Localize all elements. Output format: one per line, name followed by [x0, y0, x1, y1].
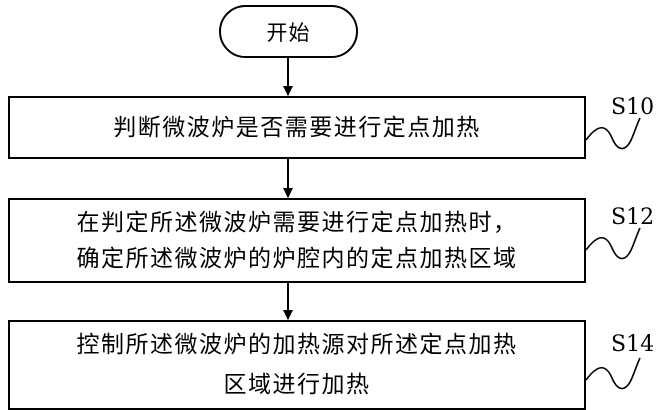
step-s12-text-line-2: 确定所述微波炉的炉腔内的定点加热区域	[76, 245, 518, 272]
step-label-s14: S14	[611, 332, 655, 357]
flowchart: 开始 判断微波炉是否需要进行定点加热 在判定所述微波炉需要进行定点加热时， 确定…	[8, 5, 655, 410]
step-s12-text-line-1: 在判定所述微波炉需要进行定点加热时，	[76, 209, 518, 236]
step-box-s10: 判断微波炉是否需要进行定点加热	[8, 96, 586, 159]
leader-wave-s10	[585, 117, 641, 150]
leader-wave-s12	[585, 227, 641, 260]
start-node-label: 开始	[266, 20, 311, 45]
step-s14-text-line-2: 区域进行加热	[223, 372, 371, 398]
leader-wave-s14	[585, 357, 641, 390]
start-node: 开始	[219, 5, 358, 58]
step-label-s12: S12	[611, 205, 655, 230]
step-s10-text-line-1: 判断微波炉是否需要进行定点加热	[113, 114, 481, 141]
step-box-s14: 控制所述微波炉的加热源对所述定点加热 区域进行加热	[8, 320, 586, 410]
step-s14-text-line-1: 控制所述微波炉的加热源对所述定点加热	[76, 332, 518, 358]
connector-layer	[283, 58, 641, 390]
step-box-s12: 在判定所述微波炉需要进行定点加热时， 确定所述微波炉的炉腔内的定点加热区域	[8, 198, 586, 283]
step-label-s10: S10	[611, 95, 655, 120]
